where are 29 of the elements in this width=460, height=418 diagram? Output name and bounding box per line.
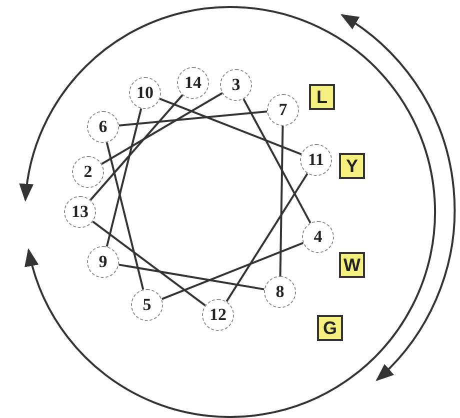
residue-number: 12: [202, 299, 234, 331]
residue-number: 7: [267, 94, 299, 126]
connector-line: [92, 220, 206, 306]
connector-line: [242, 98, 312, 224]
residue-letter: L: [309, 84, 335, 110]
residue-number: 8: [264, 276, 296, 308]
residue-number: 9: [87, 246, 119, 278]
connector-line: [118, 264, 264, 290]
residue-letter: W: [339, 252, 365, 278]
residue-number: 14: [177, 67, 209, 99]
connector-line: [160, 98, 302, 156]
connector-line: [162, 242, 304, 300]
residue-number: 6: [87, 111, 119, 143]
connector-line: [118, 110, 268, 126]
residue-number: 3: [220, 69, 252, 101]
residue-letter: G: [317, 315, 343, 341]
residue-number: 13: [64, 196, 96, 228]
residue-letter: Y: [339, 153, 365, 179]
residue-number: 11: [300, 144, 332, 176]
residue-number: 2: [72, 156, 104, 188]
residue-number: 5: [131, 289, 163, 321]
residue-number: 10: [129, 77, 161, 109]
connector-line: [101, 92, 223, 165]
connector-line: [106, 108, 142, 247]
connector-line: [279, 126, 284, 276]
residue-number: 4: [302, 221, 334, 253]
connector-line: [226, 173, 308, 302]
connector-line: [90, 94, 184, 201]
connector-line: [106, 142, 144, 290]
